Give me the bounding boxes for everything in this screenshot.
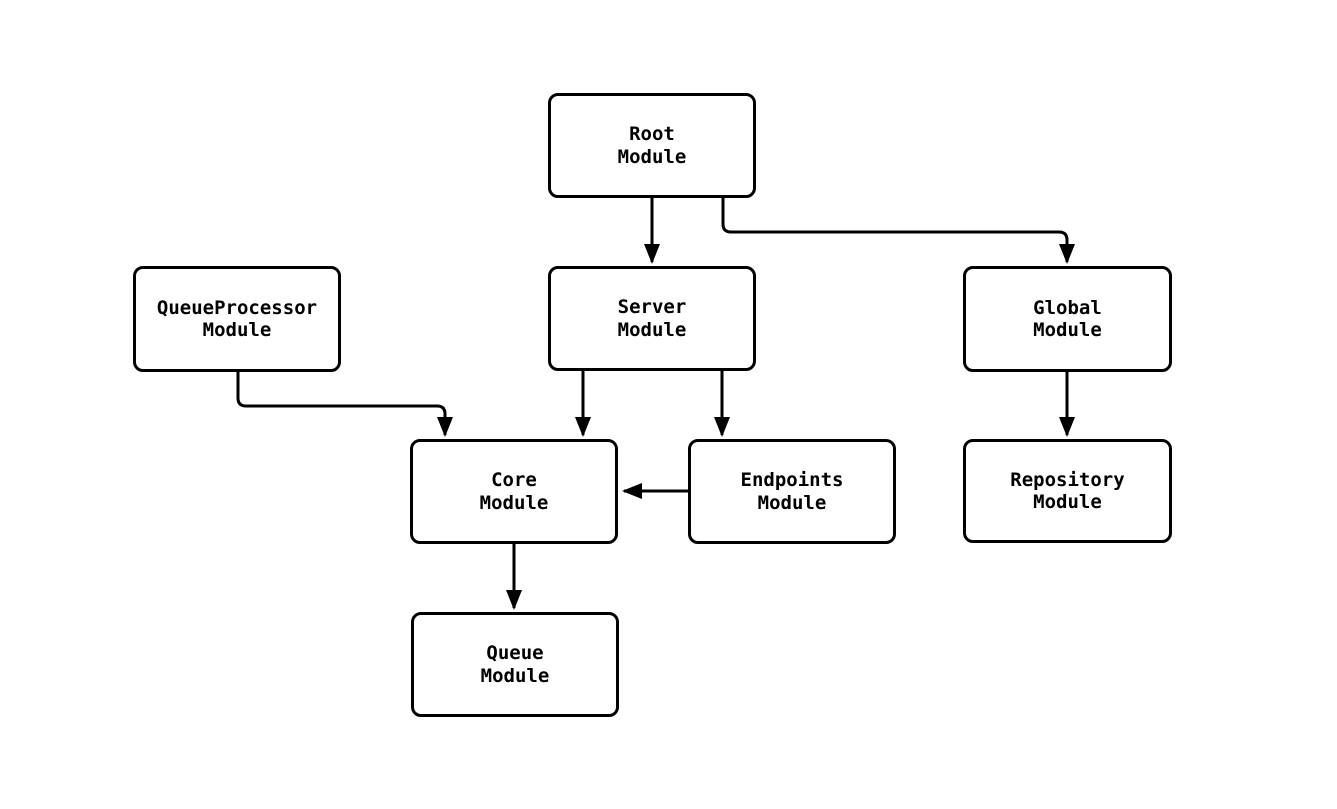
node-queueprocessor-module: QueueProcessor Module [133, 266, 341, 372]
node-label: Server Module [617, 296, 687, 341]
node-label: Root Module [617, 123, 687, 168]
node-core-module: Core Module [410, 439, 618, 544]
node-label: Queue Module [480, 642, 550, 687]
node-queue-module: Queue Module [411, 612, 619, 717]
edge-queueprocessor-to-core [236, 372, 453, 437]
node-label: QueueProcessor Module [156, 296, 318, 341]
node-repository-module: Repository Module [963, 439, 1172, 543]
node-label: Global Module [1033, 296, 1102, 341]
node-label: Repository Module [1010, 468, 1125, 513]
node-global-module: Global Module [963, 266, 1172, 372]
node-endpoints-module: Endpoints Module [688, 439, 896, 544]
node-root-module: Root Module [548, 93, 756, 198]
node-label: Endpoints Module [740, 469, 844, 514]
node-label: Core Module [479, 469, 549, 514]
edge-root-to-global [721, 198, 1075, 264]
node-server-module: Server Module [548, 266, 756, 371]
